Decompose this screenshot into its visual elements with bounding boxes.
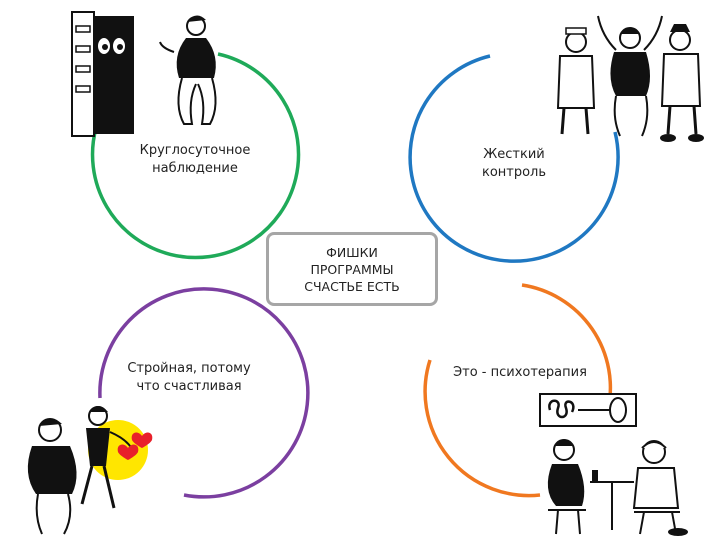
fridge-peek-icon: [71, 11, 217, 137]
node-label-control: Жесткий контроль: [481, 147, 547, 180]
therapy-session-icon: [539, 393, 688, 536]
node-label-slim: Стройная, потому что счастливая: [127, 361, 251, 394]
couple-dancing-icon: [27, 406, 153, 535]
center-box: ФИШКИ ПРОГРАММЫ СЧАСТЬЕ ЕСТЬ: [266, 232, 438, 306]
circle-observation: [90, 52, 301, 260]
circle-control: [408, 54, 620, 263]
circle-therapy: [521, 283, 613, 411]
node-label-therapy: Это - психотерапия: [453, 365, 587, 380]
circle-slim: [98, 287, 310, 499]
circle-therapy-lower: [423, 359, 541, 498]
doctors-weighing-icon: [556, 15, 704, 142]
node-label-observation: Круглосуточное наблюдение: [139, 143, 251, 176]
heart-icon: [117, 444, 139, 460]
heart-icon: [131, 432, 153, 448]
